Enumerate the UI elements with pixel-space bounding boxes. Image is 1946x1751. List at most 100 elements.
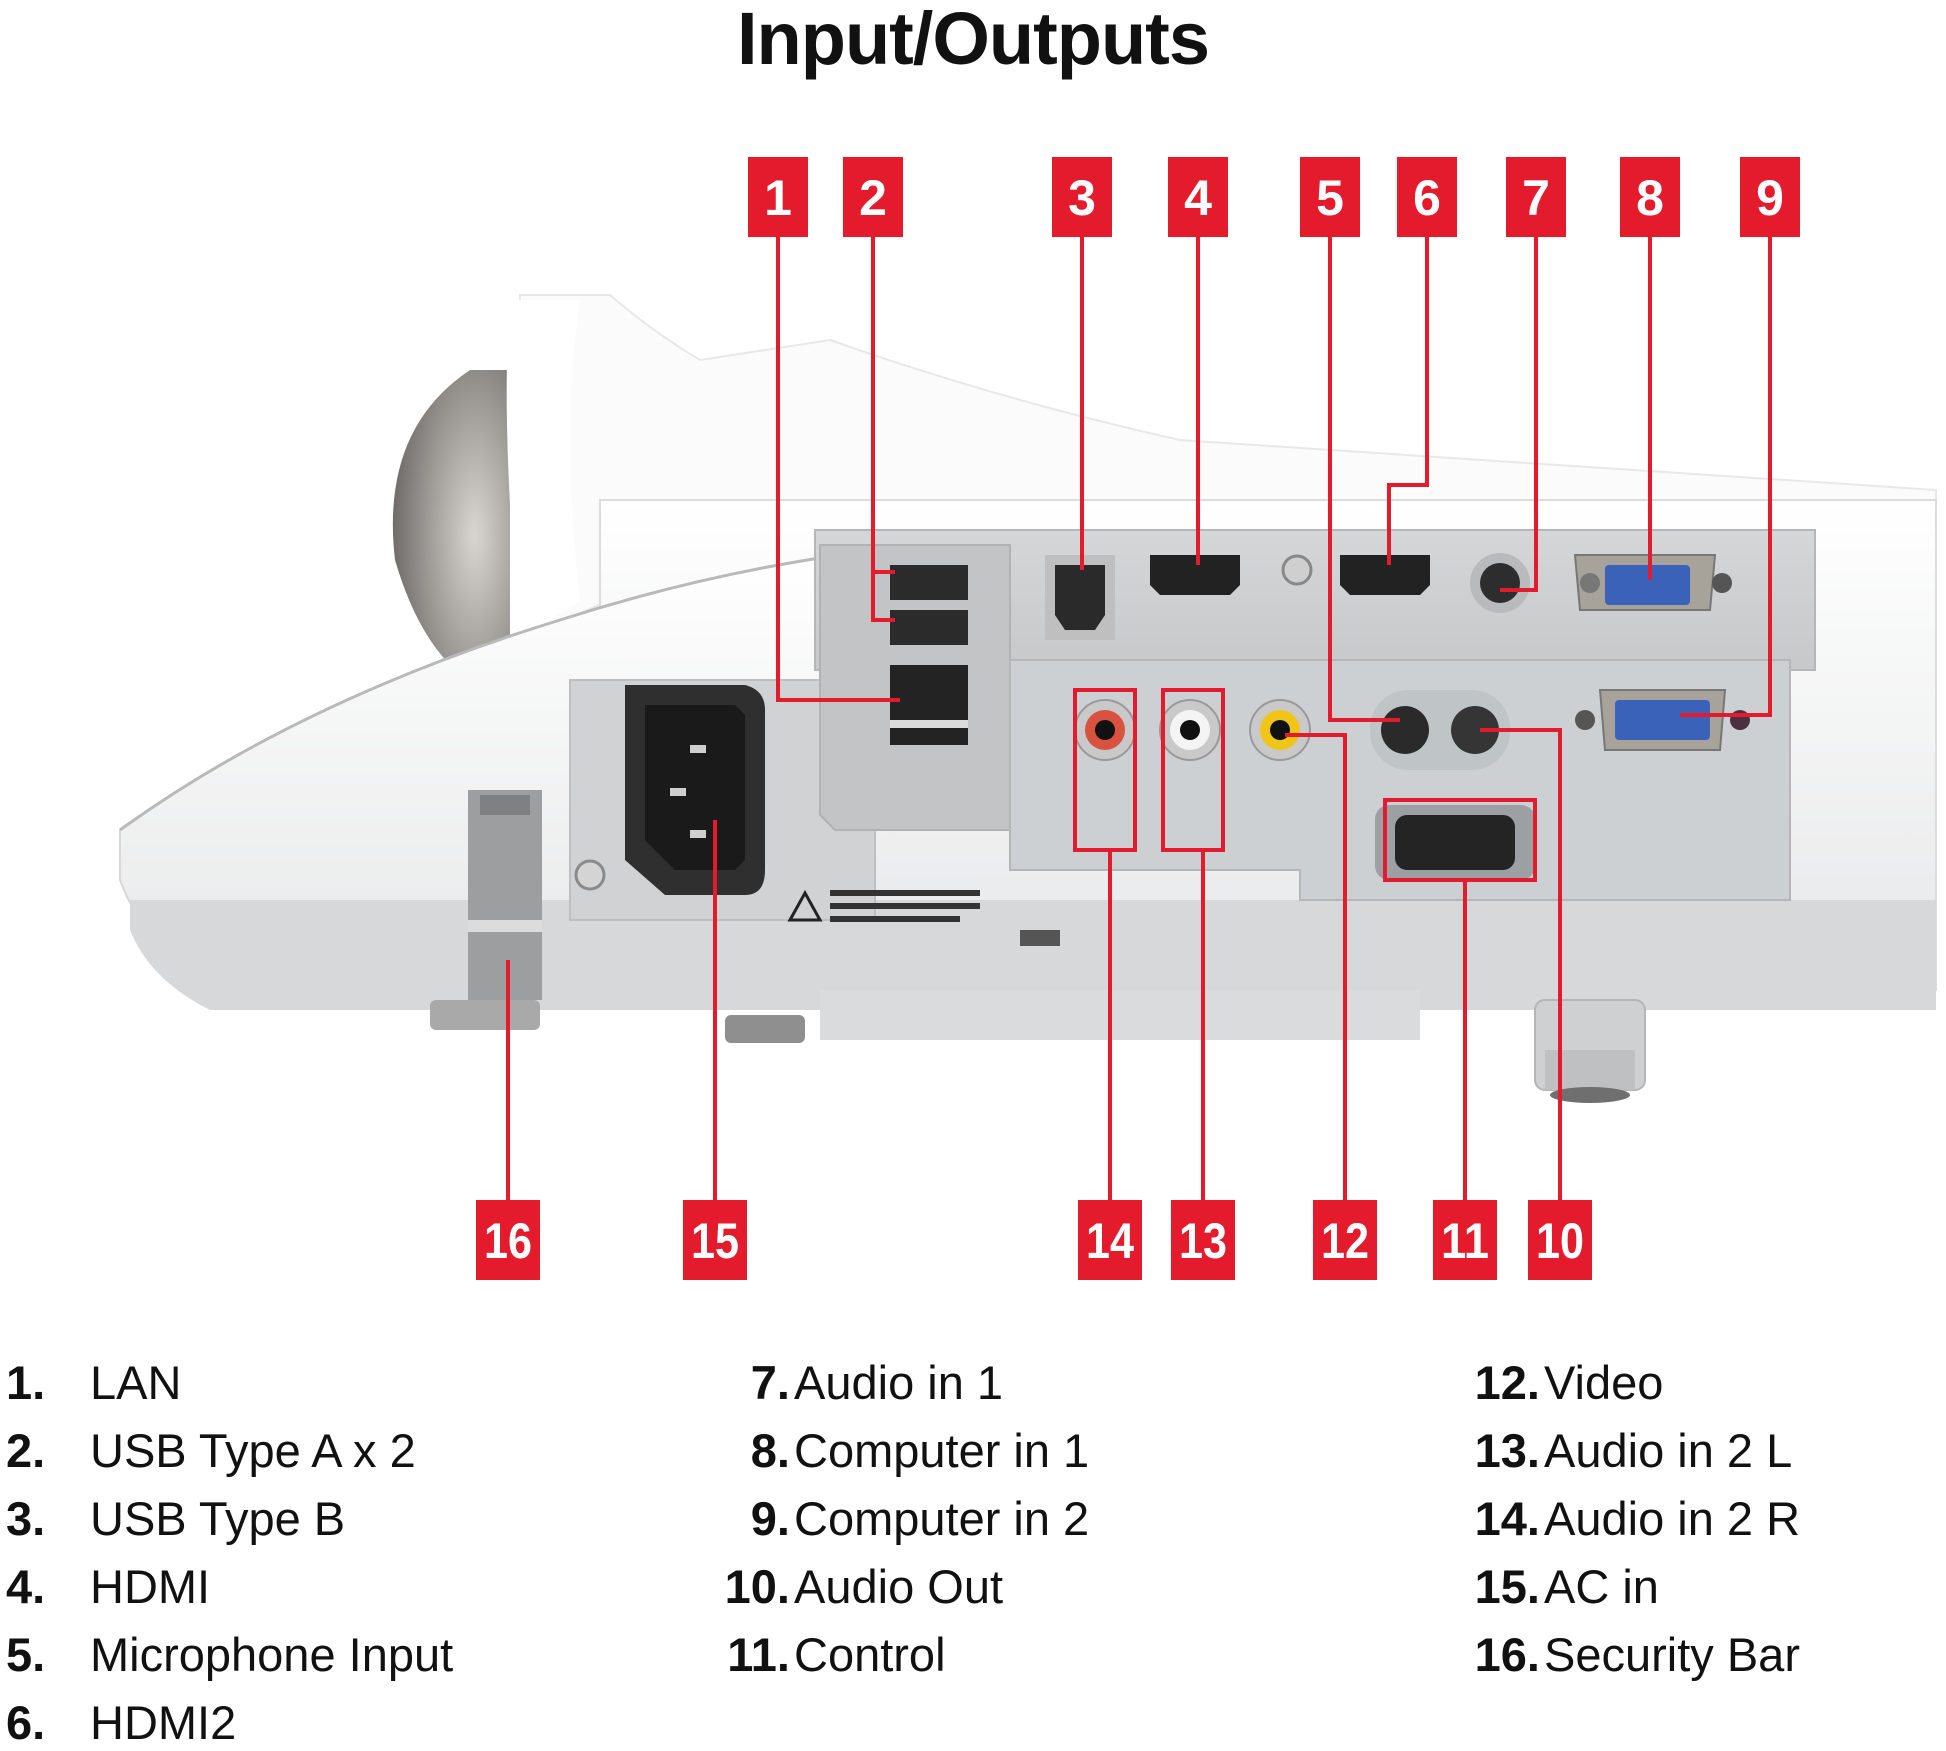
legend-label: Control	[794, 1628, 946, 1681]
kensington-slot	[1020, 930, 1060, 946]
callout-13: 13	[1171, 1200, 1235, 1280]
legend-number: 9.	[750, 1492, 790, 1545]
foot	[725, 1015, 805, 1043]
callout-3: 3	[1052, 157, 1112, 237]
callout-box	[1300, 157, 1360, 237]
callout-8: 8	[1620, 157, 1680, 237]
warning-label	[787, 889, 980, 922]
adjustable-foot	[1534, 999, 1646, 1103]
legend-label: Video	[1544, 1356, 1664, 1409]
legend-label: Audio in 2 L	[1544, 1424, 1793, 1477]
callout-number: 12	[1321, 1213, 1369, 1269]
callout-box	[1740, 157, 1800, 237]
callout-box	[1506, 157, 1566, 237]
callout-number: 2	[859, 170, 887, 226]
ac-inlet	[574, 685, 765, 895]
callout-15: 15	[683, 1200, 747, 1280]
callout-box	[843, 157, 903, 237]
usb-a-ports	[890, 565, 968, 645]
callout-box	[1313, 1200, 1377, 1280]
legend-item: 3. USB Type B	[6, 1491, 345, 1547]
audio-in-1-jack	[1470, 553, 1530, 613]
hdmi-port	[1150, 555, 1240, 595]
legend-label: HDMI	[90, 1560, 211, 1613]
callout-2: 2	[843, 157, 903, 237]
warning-icon	[787, 889, 823, 922]
callout-number: 15	[691, 1213, 739, 1269]
hdmi2-port	[1340, 555, 1430, 595]
callout-10: 10	[1528, 1200, 1592, 1280]
callout-number: 7	[1522, 170, 1550, 226]
legend-label: Audio in 1	[794, 1356, 1004, 1409]
callout-6: 6	[1397, 157, 1457, 237]
callout-box	[748, 157, 808, 237]
legend-item: 1.LAN	[6, 1355, 181, 1411]
legend-number: 14.	[1474, 1492, 1540, 1545]
legend-label: Audio in 2 R	[1544, 1492, 1801, 1545]
legend-label: Microphone Input	[90, 1628, 454, 1681]
callout-box	[476, 1200, 540, 1280]
callout-12: 12	[1313, 1200, 1377, 1280]
callout-number: 14	[1086, 1213, 1134, 1269]
callout-14: 14	[1078, 1200, 1142, 1280]
vga-port-1	[1573, 554, 1732, 611]
legend-number: 10.	[724, 1560, 790, 1613]
page-title: Input/Outputs	[737, 0, 1210, 80]
security-bar-slot	[468, 790, 542, 1000]
screw-icon	[574, 859, 606, 891]
callout-9: 9	[1740, 157, 1800, 237]
legend-item: 7.Audio in 1	[705, 1355, 1003, 1411]
legend-number: 2.	[6, 1424, 46, 1477]
lan-port	[890, 665, 968, 745]
legend-label: HDMI2	[90, 1696, 237, 1749]
legend-item: 5. Microphone Input	[6, 1627, 453, 1683]
legend-item: 4.HDMI	[6, 1559, 210, 1615]
legend-number: 5.	[6, 1628, 46, 1681]
callout-number: 10	[1536, 1213, 1584, 1269]
legend-item: 15.AC in	[1455, 1559, 1659, 1615]
callout-7: 7	[1506, 157, 1566, 237]
callout-box	[1168, 157, 1228, 237]
callout-box	[1433, 1200, 1497, 1280]
callout-number: 16	[484, 1213, 532, 1269]
legend-number: 15.	[1474, 1560, 1540, 1613]
callout-box	[1052, 157, 1112, 237]
legend-number: 7.	[750, 1356, 790, 1409]
legend-item: 14.Audio in 2 R	[1455, 1491, 1800, 1547]
callout-number: 1	[764, 170, 792, 226]
legend-item: 11.Control	[705, 1627, 946, 1683]
legend-label: Computer in 1	[794, 1424, 1090, 1477]
legend-label: USB Type B	[90, 1492, 346, 1545]
callout-number: 4	[1184, 170, 1212, 226]
callout-number: 5	[1316, 170, 1344, 226]
legend-item: 2. USB Type A x 2	[6, 1423, 416, 1479]
legend-item: 10.Audio Out	[705, 1559, 1003, 1615]
callout-box	[1528, 1200, 1592, 1280]
legend-item: 12.Video	[1455, 1355, 1664, 1411]
projector-body	[119, 294, 1937, 1103]
legend-item: 6. HDMI2	[6, 1695, 236, 1751]
callout-number: 3	[1068, 170, 1096, 226]
legend-number: 6.	[6, 1696, 46, 1749]
legend-number: 11.	[727, 1628, 790, 1681]
legend-label: USB Type A x 2	[90, 1424, 416, 1477]
legend-number: 13.	[1474, 1424, 1540, 1477]
callout-16: 16	[476, 1200, 540, 1280]
callout-number: 8	[1636, 170, 1664, 226]
legend-item: 13.Audio in 2 L	[1455, 1423, 1793, 1479]
legend-number: 8.	[750, 1424, 790, 1477]
callout-5: 5	[1300, 157, 1360, 237]
rca-red-jack	[1074, 699, 1136, 761]
callout-box	[683, 1200, 747, 1280]
legend-number: 16.	[1474, 1628, 1540, 1681]
usb-b-port	[1045, 555, 1115, 640]
screw-icon	[1281, 554, 1313, 586]
legend-item: 9.Computer in 2	[705, 1491, 1089, 1547]
legend-item: 8.Computer in 1	[705, 1423, 1089, 1479]
legend-label: AC in	[1544, 1560, 1659, 1613]
legend-item: 16.Security Bar	[1455, 1627, 1800, 1683]
legend-number: 3.	[6, 1492, 46, 1545]
callout-box	[1171, 1200, 1235, 1280]
